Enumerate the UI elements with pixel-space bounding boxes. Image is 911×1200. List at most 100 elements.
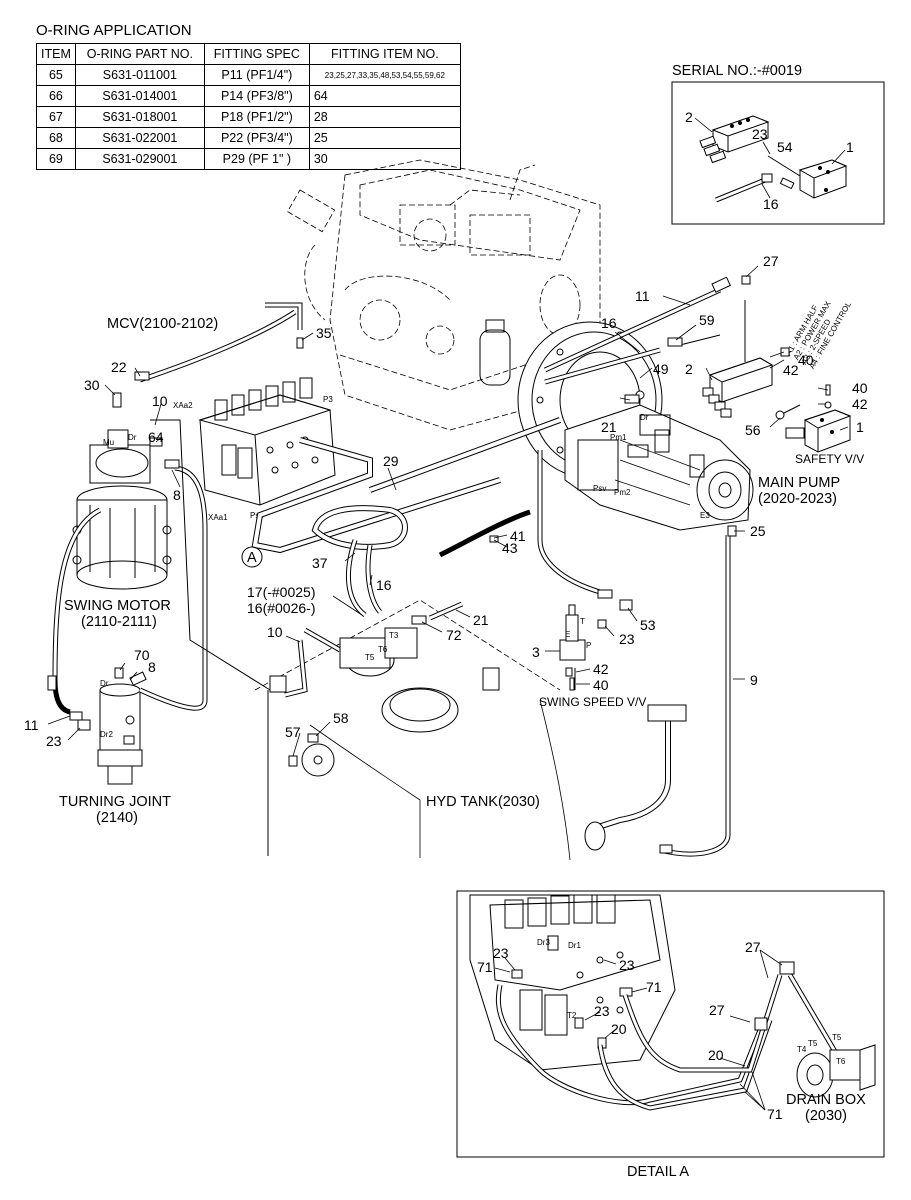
part-23b: 23 (46, 733, 62, 749)
cell: S631-014001 (74, 85, 205, 107)
label-54: 54 (777, 139, 793, 155)
detail-a-marker-letter: A (247, 550, 257, 566)
cell: 66 (36, 85, 76, 107)
suction-pipe (584, 704, 687, 851)
port-xaa2: XAa2 (173, 401, 193, 410)
port-e-joint: Dr2 (100, 730, 113, 739)
part-40c: 40 (593, 677, 609, 693)
cell: P29 (PF 1" ) (203, 148, 310, 170)
inset-valve-block (699, 115, 770, 164)
hose-17-label: 17(-#0025) (247, 584, 316, 600)
hoses (52, 276, 801, 857)
part-42: 42 (783, 362, 799, 378)
component-labels: MCV(2100-2102) SWING MOTOR (2110-2111) T… (59, 316, 866, 1180)
safety-vv-label: SAFETY V/V (795, 452, 864, 466)
part-30: 30 (84, 377, 100, 393)
port-psv: Psv (593, 484, 606, 493)
drain-box-label: DRAIN BOX (786, 1092, 866, 1108)
part-40b: 40 (852, 380, 868, 396)
serial-title: SERIAL NO.:-#0019 (672, 63, 802, 79)
drain-box-code: (2030) (805, 1108, 847, 1124)
port-p3: P3 (323, 395, 333, 404)
part-2: 2 (685, 361, 693, 377)
part-11: 11 (635, 288, 650, 304)
tank-manifold: T3 T6 T5 (129, 615, 427, 693)
valve-block-2: A1 : ARM HALF A2 : POWER MAX A3 : 2-SPEE… (702, 299, 853, 418)
table-row: 69 S631-029001 P29 (PF 1" ) 30 (36, 148, 461, 170)
serial-inset: SERIAL NO.:-#0019 (671, 63, 885, 225)
port-dr1: T2 (567, 1011, 577, 1020)
part-10b: 10 (267, 624, 283, 640)
cell: 30 (308, 148, 461, 170)
mcv-valve: XAa2 XAa1 P3 Psp (173, 377, 336, 522)
cell: S631-022001 (74, 127, 205, 149)
part-72: 72 (446, 627, 462, 643)
part-number-labels: 11 27 35 16 59 22 30 10 64 8 49 2 40 42 … (24, 253, 868, 1122)
col-fitting-spec: FITTING SPEC (203, 43, 310, 65)
part-56: 56 (745, 422, 761, 438)
label-1: 1 (846, 139, 854, 155)
turning-joint-code: (2140) (96, 810, 138, 826)
table-row: 67 S631-018001 P18 (PF1/2") 28 (36, 106, 461, 128)
part-22: 22 (111, 359, 127, 375)
swing-motor-label: SWING MOTOR (64, 598, 171, 614)
main-pump: Dr Pm1 Pm2 Psv E3 (564, 390, 754, 531)
port-dr-pump: Dr (640, 413, 649, 422)
swing-speed-vv-label: SWING SPEED V/V (539, 695, 646, 709)
port-t6: T6 (378, 645, 388, 654)
fittings (47, 275, 832, 854)
port-t5-detail: T5 (808, 1039, 818, 1048)
port-t4: T5 (832, 1033, 842, 1042)
detail-frame (456, 890, 885, 1158)
part-1: 1 (856, 419, 864, 435)
cell: 68 (36, 127, 76, 149)
cell: 69 (36, 148, 76, 170)
part-21b: 21 (473, 612, 489, 628)
turning-joint-label: TURNING JOINT (59, 794, 171, 810)
part-42b: 42 (852, 396, 868, 412)
port-dr3: Dr1 (568, 941, 581, 950)
port-t3: T3 (389, 631, 399, 640)
detail-part-71b: 71 (646, 979, 662, 995)
part-57: 57 (285, 724, 301, 740)
part-43: 43 (502, 540, 518, 556)
cell: P22 (PF3/4") (203, 127, 310, 149)
part-10: 10 (152, 393, 168, 409)
table-header-row: ITEM O-RING PART NO. FITTING SPEC FITTIN… (36, 43, 461, 65)
port-t6-detail: T6 (836, 1057, 846, 1066)
detail-part-20a: 20 (611, 1021, 627, 1037)
part-35: 35 (316, 325, 332, 341)
part-8: 8 (173, 487, 181, 503)
detail-a: Dr3 Dr1 T2 T4 T5 T5 T6 (456, 890, 885, 1158)
cell: S631-029001 (74, 148, 205, 170)
detail-part-71c: 71 (767, 1106, 783, 1122)
port-mu: Mu (103, 438, 114, 447)
part-58: 58 (333, 710, 349, 726)
part-8b: 8 (148, 659, 156, 675)
col-part-no: O-RING PART NO. (74, 43, 205, 65)
port-t-swing: T (580, 617, 585, 626)
detail-part-20b: 20 (708, 1047, 724, 1063)
part-53: 53 (640, 617, 656, 633)
serial-frame (671, 81, 885, 225)
mcv-label: MCV(2100-2102) (107, 316, 218, 332)
cell: S631-011001 (74, 64, 205, 86)
detail-part-23a: 23 (493, 945, 509, 961)
port-t2: T4 (797, 1045, 807, 1054)
cell: 67 (36, 106, 76, 128)
port-pm1: Pm1 (610, 433, 627, 442)
cell: P18 (PF1/2") (203, 106, 310, 128)
part-25: 25 (750, 523, 766, 539)
part-64: 64 (148, 429, 164, 445)
table-row: 66 S631-014001 P14 (PF3/8") 64 (36, 85, 461, 107)
part-16: 16 (601, 315, 617, 331)
detail-a-label: DETAIL A (627, 1164, 689, 1180)
swing-speed-valve: E P T (559, 604, 591, 690)
oring-title: O-RING APPLICATION (36, 22, 192, 39)
port-xaa1: XAa1 (208, 513, 228, 522)
part-40: 40 (798, 352, 814, 368)
part-23: 23 (619, 631, 635, 647)
port-dr2: Dr3 (537, 938, 550, 947)
table-row: 68 S631-022001 P22 (PF3/4") 25 (36, 127, 461, 149)
